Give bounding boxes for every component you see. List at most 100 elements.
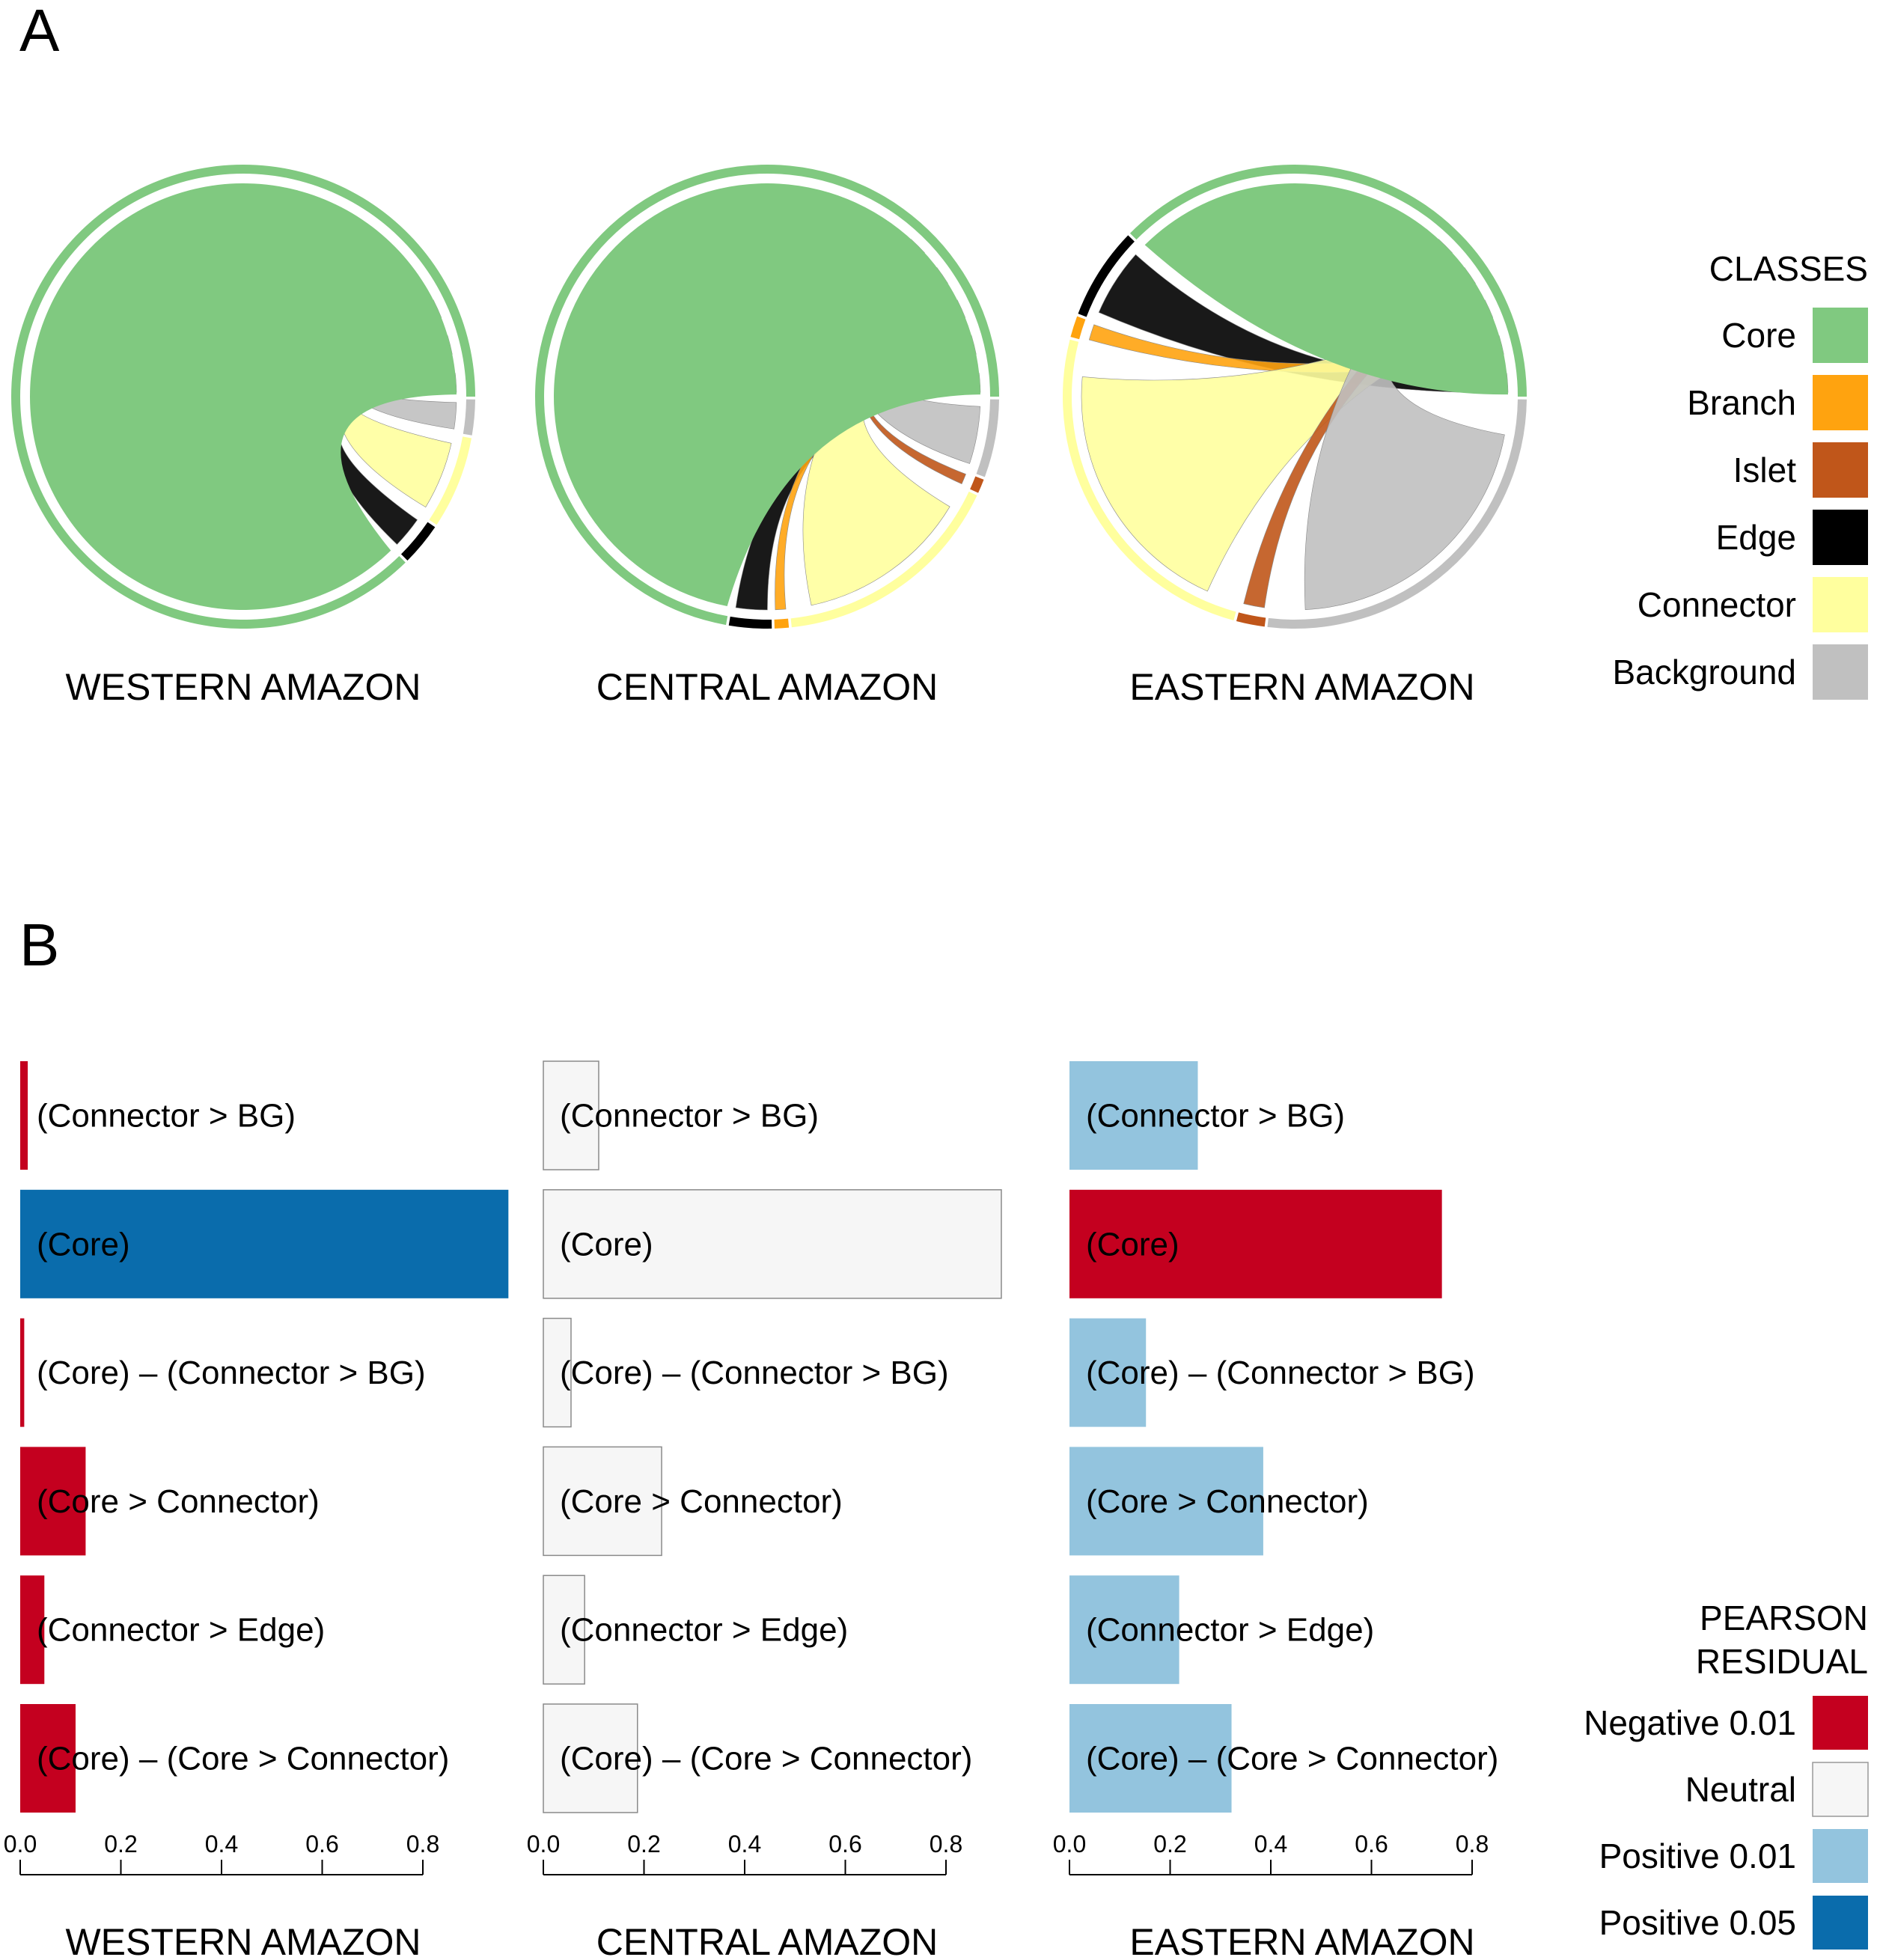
x-tick-label: 0.8 bbox=[930, 1831, 962, 1857]
legend-label-islet: Islet bbox=[1733, 451, 1797, 489]
legend-label-positive-0-01: Positive 0.01 bbox=[1599, 1837, 1796, 1875]
legend-swatch-background bbox=[1813, 644, 1868, 700]
bar-label-core-core-connector: (Core) – (Core > Connector) bbox=[1086, 1741, 1498, 1777]
legend-label-positive-0-05: Positive 0.05 bbox=[1599, 1903, 1796, 1942]
x-tick-label: 0.2 bbox=[104, 1831, 137, 1857]
chord-arc-branch bbox=[1070, 316, 1086, 340]
bar-label-core-connector: (Core > Connector) bbox=[1086, 1483, 1369, 1520]
panel-a-label: A bbox=[19, 0, 60, 64]
bar-core-core-connector bbox=[1069, 1704, 1232, 1813]
chord-arc-background bbox=[463, 399, 475, 436]
x-tick-label: 0.6 bbox=[1355, 1831, 1388, 1857]
legend-label-connector: Connector bbox=[1638, 585, 1796, 624]
bar-connector-edge bbox=[20, 1575, 45, 1685]
chord-core-self bbox=[554, 183, 980, 606]
chord-eastern-amazon bbox=[1063, 164, 1527, 629]
chord-core-self bbox=[30, 183, 457, 611]
bar-label-core-connector: (Core > Connector) bbox=[560, 1483, 843, 1520]
bar-core-connector-bg bbox=[543, 1317, 572, 1428]
legend-swatch-edge bbox=[1813, 510, 1868, 565]
bar-connector-edge bbox=[1069, 1575, 1179, 1685]
chord-central-amazon bbox=[534, 164, 999, 629]
bar-core-core-connector bbox=[20, 1704, 76, 1813]
x-tick-label: 0.8 bbox=[406, 1831, 439, 1857]
x-tick-label: 0.6 bbox=[828, 1831, 861, 1857]
bar-core-connector bbox=[543, 1446, 662, 1557]
legend-swatch-neutral bbox=[1812, 1762, 1869, 1817]
chord-ribbon-islet-core bbox=[1243, 267, 1476, 608]
chord-arc-edge bbox=[728, 616, 772, 629]
legend-label-neutral: Neutral bbox=[1685, 1770, 1796, 1809]
x-tick-label: 0.0 bbox=[527, 1831, 560, 1857]
x-tick-label: 0.4 bbox=[728, 1831, 761, 1857]
bar-label-connector-bg: (Connector > BG) bbox=[1086, 1098, 1345, 1135]
chord-arc-islet bbox=[1236, 612, 1266, 627]
legend-swatch-islet bbox=[1813, 442, 1868, 498]
bar-label-connector-edge: (Connector > Edge) bbox=[37, 1612, 325, 1649]
x-axis-label-central-amazon: CENTRAL AMAZON bbox=[596, 1921, 938, 1960]
bar-connector-bg bbox=[543, 1060, 599, 1170]
bar-label-core: (Core) bbox=[560, 1226, 653, 1263]
legend-label-negative-0-01: Negative 0.01 bbox=[1584, 1703, 1796, 1742]
x-tick-label: 0.4 bbox=[1254, 1831, 1287, 1857]
x-tick-label: 0.8 bbox=[1456, 1831, 1489, 1857]
bar-core-connector-bg bbox=[1069, 1318, 1147, 1427]
bar-connector-edge bbox=[543, 1575, 585, 1685]
bar-chart-central-amazon: (Connector > BG) (Core) (Core) – (Connecto… bbox=[527, 1060, 1002, 1960]
legend-swatch-connector bbox=[1813, 577, 1868, 632]
legend-swatch-core bbox=[1813, 308, 1868, 363]
panel-b-label: B bbox=[19, 912, 59, 978]
bar-connector-bg bbox=[20, 1061, 28, 1170]
bar-label-core-connector-bg: (Core) – (Connector > BG) bbox=[1086, 1355, 1475, 1391]
bar-label-core: (Core) bbox=[37, 1226, 130, 1263]
bar-charts: (Connector > BG) (Core) (Core) – (Connecto… bbox=[4, 1060, 1498, 1960]
bar-label-core-core-connector: (Core) – (Core > Connector) bbox=[37, 1741, 449, 1777]
bar-label-core-connector-bg: (Core) – (Connector > BG) bbox=[560, 1355, 949, 1391]
x-tick-label: 0.0 bbox=[4, 1831, 37, 1857]
bar-core-core-connector bbox=[543, 1703, 638, 1813]
bar-label-connector-bg: (Connector > BG) bbox=[37, 1098, 296, 1135]
bar-core-connector-bg bbox=[20, 1318, 25, 1427]
x-tick-label: 0.0 bbox=[1053, 1831, 1086, 1857]
region-label-central: CENTRAL AMAZON bbox=[596, 666, 938, 708]
bar-label-core: (Core) bbox=[1086, 1226, 1179, 1263]
x-tick-label: 0.2 bbox=[1153, 1831, 1186, 1857]
region-label-eastern: EASTERN AMAZON bbox=[1129, 666, 1474, 708]
legend-label-core: Core bbox=[1721, 316, 1796, 355]
bar-label-core-core-connector: (Core) – (Core > Connector) bbox=[560, 1741, 972, 1777]
legend-swatch-negative-0-01 bbox=[1813, 1696, 1868, 1750]
chord-arc-connector bbox=[429, 436, 471, 525]
bar-core bbox=[543, 1189, 1002, 1299]
chord-arc-edge bbox=[400, 522, 436, 561]
x-tick-label: 0.2 bbox=[627, 1831, 660, 1857]
x-axis-label-western-amazon: WESTERN AMAZON bbox=[65, 1921, 421, 1960]
legend-label-branch: Branch bbox=[1687, 383, 1796, 422]
legend-label-background: Background bbox=[1613, 653, 1797, 692]
bar-core bbox=[1069, 1189, 1442, 1298]
classes-legend: CLASSES CoreBranchIsletEdgeConnectorBack… bbox=[1613, 249, 1868, 700]
bar-label-connector-bg: (Connector > BG) bbox=[560, 1098, 819, 1135]
chord-western-amazon bbox=[10, 164, 475, 629]
legend-swatch-branch bbox=[1813, 375, 1868, 430]
bar-label-connector-edge: (Connector > Edge) bbox=[560, 1612, 848, 1649]
classes-legend-title: CLASSES bbox=[1709, 249, 1868, 288]
bar-core bbox=[20, 1189, 509, 1298]
chord-arc-edge bbox=[1078, 235, 1135, 317]
bar-core-connector bbox=[1069, 1447, 1263, 1556]
chord-diagrams bbox=[10, 164, 1527, 629]
residual-legend-title-line2: RESIDUAL bbox=[1696, 1642, 1868, 1681]
x-tick-label: 0.6 bbox=[305, 1831, 338, 1857]
chord-arc-background bbox=[976, 399, 999, 477]
legend-swatch-positive-0-05 bbox=[1813, 1896, 1868, 1950]
bar-label-connector-edge: (Connector > Edge) bbox=[1086, 1612, 1374, 1649]
x-axis-label-eastern-amazon: EASTERN AMAZON bbox=[1129, 1921, 1474, 1960]
bar-core-connector bbox=[20, 1447, 86, 1556]
bar-connector-bg bbox=[1069, 1061, 1198, 1170]
bar-label-core-connector: (Core > Connector) bbox=[37, 1483, 320, 1520]
residual-legend-title-line1: PEARSON bbox=[1700, 1599, 1868, 1637]
chord-core-self bbox=[1144, 183, 1508, 395]
residual-legend: PEARSON RESIDUAL Negative 0.01NeutralPos… bbox=[1584, 1599, 1869, 1950]
x-tick-label: 0.4 bbox=[205, 1831, 238, 1857]
bar-chart-western-amazon: (Connector > BG)(Core)(Core) – (Connecto… bbox=[4, 1061, 509, 1960]
